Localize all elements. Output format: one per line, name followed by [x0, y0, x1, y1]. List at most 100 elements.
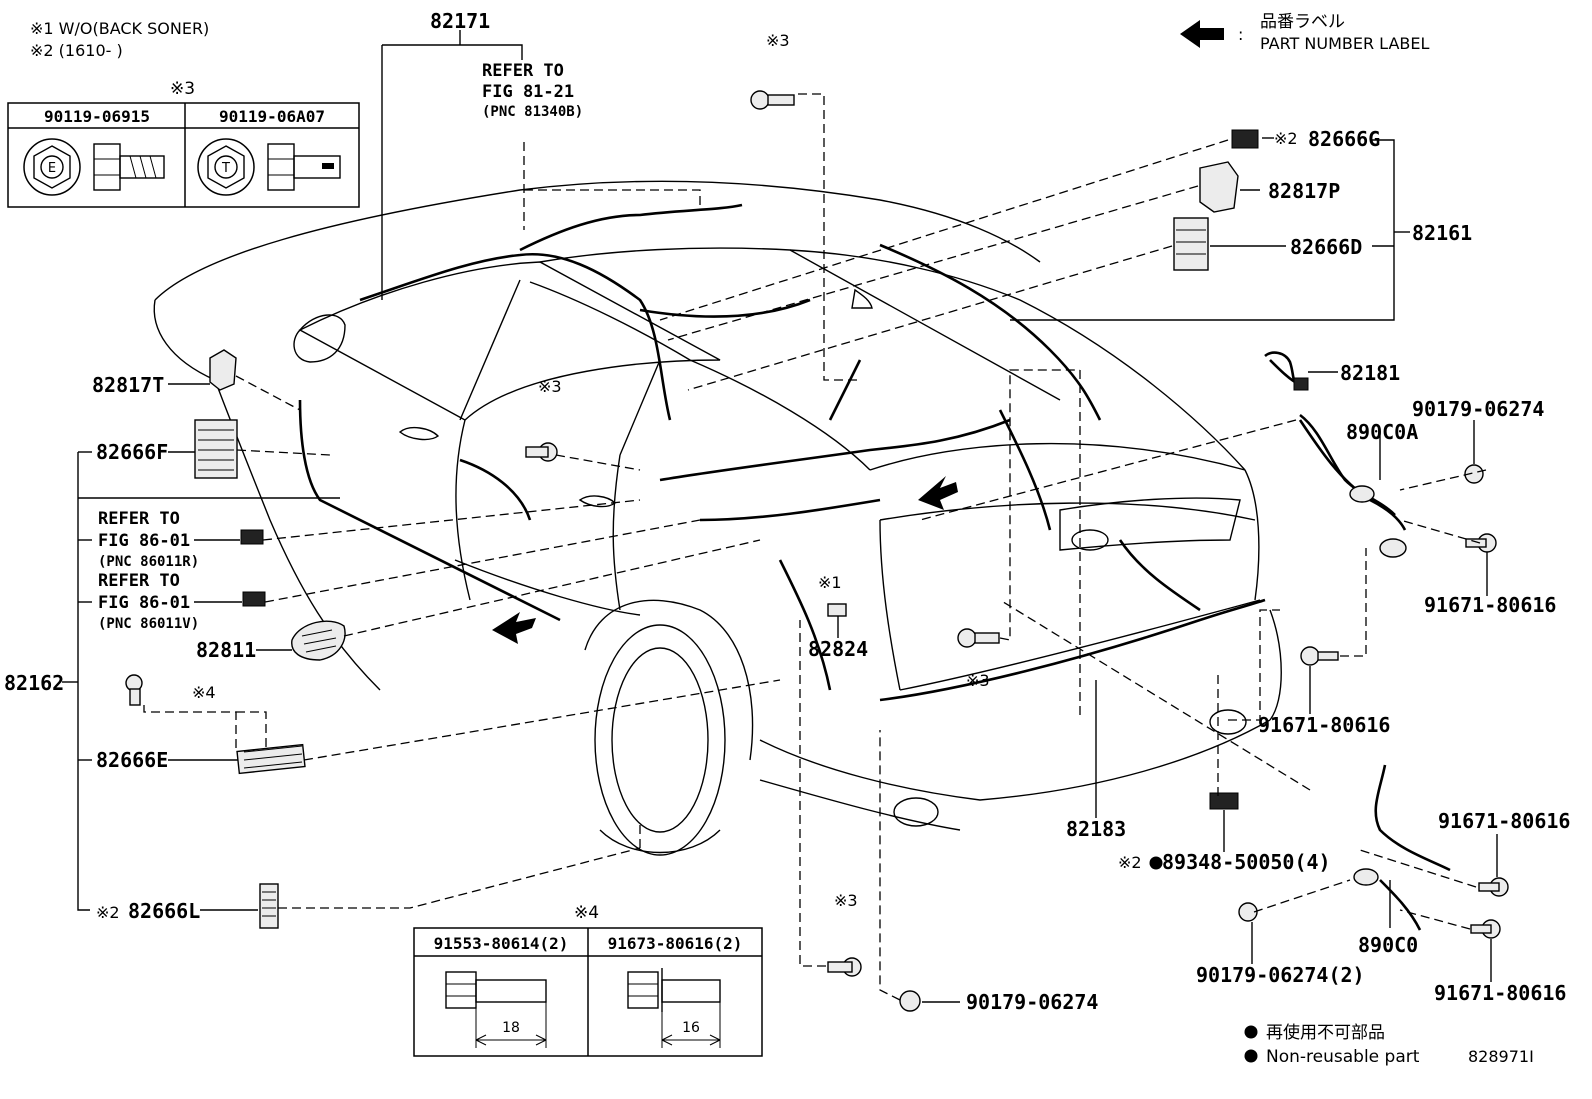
nut-90179-lower-icon — [1238, 902, 1258, 922]
footer-dot-en-icon — [1244, 1049, 1258, 1063]
label-arrow-2-icon — [918, 476, 958, 510]
bolt-note4-icon — [125, 674, 143, 706]
part-82183-label[interactable]: 82183 — [1066, 817, 1126, 841]
part-90179-06274-top-label[interactable]: 90179-06274 — [1412, 397, 1544, 421]
dashed-leaders — [143, 93, 1487, 1001]
label-arrow-1-icon — [492, 612, 536, 644]
svg-text:REFER TO: REFER TO — [98, 571, 180, 591]
part-91671-80616-d-label[interactable]: 91671-80616 — [1434, 981, 1566, 1005]
junction-block-82666f-icon — [194, 419, 238, 479]
note-back-sonar: ※1 W/O(BACK SONER) — [30, 19, 209, 38]
part-890C0-label[interactable]: 890C0 — [1358, 933, 1418, 957]
legend-arrow-icon — [1180, 20, 1224, 48]
bolt-table-4: ※4 91553-80614(2) 91673-80616(2) 18 — [413, 903, 763, 1057]
footer-non-reusable-jp: 再使用不可部品 — [1266, 1022, 1385, 1043]
screw-91671-d-icon — [1470, 919, 1501, 939]
part-90179-06274-2-label[interactable]: 90179-06274(2) — [1196, 963, 1365, 987]
part-82666E-label[interactable]: 82666E — [96, 748, 168, 772]
bolt-90119-06915-label: 90119-06915 — [44, 107, 150, 126]
junction-block-82666d-icon — [1173, 217, 1209, 271]
bolt-table-3-marker: ※3 — [170, 79, 195, 99]
marker-3-top: ※3 — [766, 31, 790, 50]
bolt-table-3: ※3 90119-06915 90119-06A07 E T — [7, 79, 360, 208]
svg-text:FIG 81-21: FIG 81-21 — [482, 82, 574, 102]
part-82817P-label[interactable]: 82817P — [1268, 179, 1340, 203]
sensor-890c0a-icon — [1349, 485, 1375, 503]
part-82666F-label[interactable]: 82666F — [96, 440, 168, 464]
footer-legend: 再使用不可部品 Non-reusable part 828971I — [1244, 1022, 1534, 1067]
part-82171-label[interactable]: 82171 — [430, 9, 490, 33]
bolt-top-icon — [750, 90, 795, 110]
bolt-head-t-icon: T — [197, 138, 255, 196]
bracket-82817t-icon — [209, 349, 237, 391]
bracket-82817p-icon — [1199, 161, 1239, 213]
note-date-range: ※2 (1610- ) — [30, 41, 123, 60]
bolt-91673-icon: 16 — [627, 968, 721, 1048]
bolt-rear-icon — [957, 628, 1000, 648]
svg-text:E: E — [48, 161, 56, 176]
nut-90179-bottom-icon — [899, 990, 921, 1012]
ref-fig-86-01-v[interactable]: REFER TO FIG 86-01 (PNC 86011V) — [98, 571, 199, 632]
bolt-low-icon — [827, 957, 862, 977]
legend-sep: : — [1238, 25, 1243, 44]
marker-3-low: ※3 — [834, 891, 858, 910]
connector-82824-icon — [827, 603, 847, 617]
svg-text:18: 18 — [502, 1020, 520, 1036]
sensor-890c0-icon — [1353, 868, 1379, 886]
clip-86011v-icon — [242, 591, 266, 607]
svg-text:(PNC 86011R): (PNC 86011R) — [98, 554, 199, 570]
part-82666L-label[interactable]: 82666L — [128, 899, 200, 923]
part-91671-80616-b-label[interactable]: 91671-80616 — [1258, 713, 1390, 737]
part-82161-label[interactable]: 82161 — [1412, 221, 1472, 245]
svg-text:(PNC 81340B): (PNC 81340B) — [482, 104, 583, 120]
bolt-center-icon — [525, 442, 558, 462]
part-82824-label[interactable]: 82824 — [808, 637, 868, 661]
part-91671-80616-c-label[interactable]: 91671-80616 — [1438, 809, 1570, 833]
screw-91671-c-icon — [1478, 877, 1509, 897]
bolt-side-t-icon — [267, 143, 341, 191]
svg-text:T: T — [221, 161, 230, 176]
marker-1-82824: ※1 — [818, 573, 842, 592]
marker-2-82666g: ※2 — [1274, 129, 1298, 148]
part-82666D-label[interactable]: 82666D — [1290, 235, 1362, 259]
screw-91671-b-icon — [1300, 646, 1339, 666]
part-82811-label[interactable]: 82811 — [196, 638, 256, 662]
legend-label-jp: 品番ラベル — [1260, 12, 1345, 32]
bolt-table-4-marker: ※4 — [574, 903, 599, 923]
marker-3-center: ※3 — [538, 377, 562, 396]
part-82666G-label[interactable]: 82666G — [1308, 127, 1380, 151]
ref-fig-86-01-r[interactable]: REFER TO FIG 86-01 (PNC 86011R) — [98, 509, 199, 570]
part-82162-label[interactable]: 82162 — [4, 671, 64, 695]
marker-4-bolt: ※4 — [192, 683, 216, 702]
part-82181-label[interactable]: 82181 — [1340, 361, 1400, 385]
clip-86011r-icon — [240, 529, 264, 545]
part-number-label-legend: : 品番ラベル PART NUMBER LABEL — [1180, 12, 1429, 53]
non-reusable-dot-icon — [1149, 856, 1163, 870]
bolt-91553-80614-label: 91553-80614(2) — [434, 934, 569, 953]
holder-82811-icon — [291, 620, 346, 661]
nut-90179-top-icon — [1464, 464, 1484, 484]
figure-code: 828971I — [1468, 1047, 1534, 1066]
part-890C0A-label[interactable]: 890C0A — [1346, 420, 1418, 444]
screw-91671-a-icon — [1465, 533, 1497, 553]
components — [125, 90, 1509, 1012]
bolt-91553-icon: 18 — [445, 971, 547, 1048]
marker-2-82666l: ※2 — [96, 903, 120, 922]
legend-label-en: PART NUMBER LABEL — [1260, 34, 1429, 53]
svg-text:REFER TO: REFER TO — [482, 61, 564, 81]
svg-text:FIG 86-01: FIG 86-01 — [98, 593, 190, 613]
part-91671-80616-a-label[interactable]: 91671-80616 — [1424, 593, 1556, 617]
connector-82666g-icon — [1231, 129, 1259, 149]
ref-fig-81-21[interactable]: REFER TO FIG 81-21 (PNC 81340B) — [482, 61, 583, 120]
part-82817T-label[interactable]: 82817T — [92, 373, 164, 397]
marker-2-89348: ※2 — [1118, 853, 1142, 872]
part-89348-50050-label[interactable]: 89348-50050(4) — [1162, 850, 1331, 874]
solid-leaders — [62, 30, 1498, 1003]
svg-text:(PNC 86011V): (PNC 86011V) — [98, 616, 199, 632]
footer-dot-jp-icon — [1244, 1025, 1258, 1039]
part-90179-06274-bottom-label[interactable]: 90179-06274 — [966, 990, 1098, 1014]
svg-text:REFER TO: REFER TO — [98, 509, 180, 529]
vehicle-body-outline — [153, 180, 1282, 856]
relay-block-82666e-icon — [236, 743, 306, 775]
bolt-side-e-icon — [93, 143, 165, 191]
